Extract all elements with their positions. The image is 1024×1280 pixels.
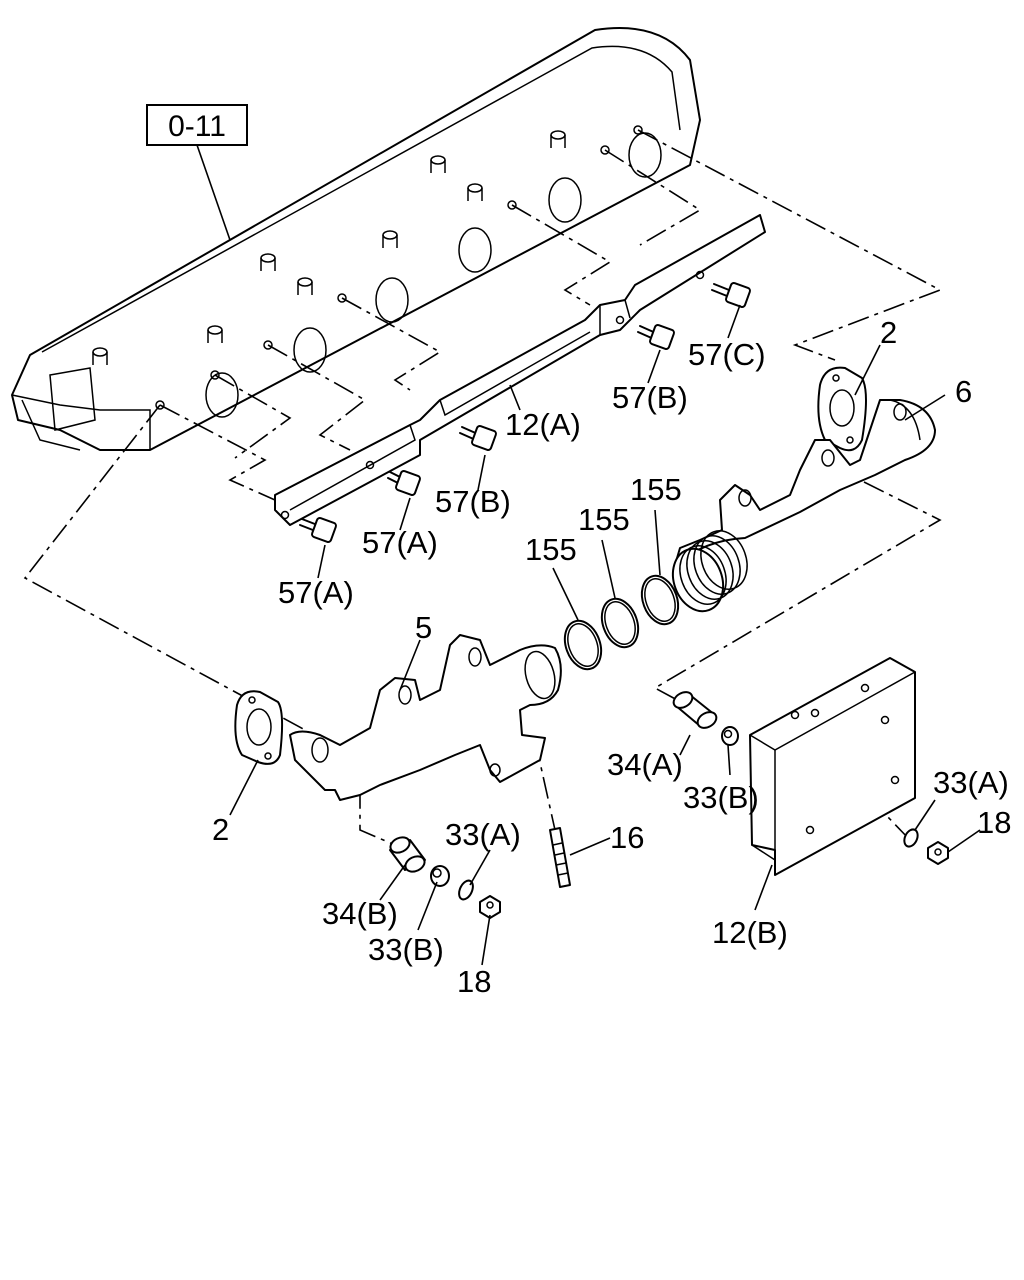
bolt-57c <box>711 282 751 308</box>
gasket-2-top <box>817 366 867 452</box>
callout-18-2: 18 <box>457 964 491 999</box>
callout-leaders <box>229 304 981 966</box>
callout-16: 16 <box>610 820 644 855</box>
bolt-57a-2 <box>299 517 337 543</box>
stud-16 <box>549 827 571 888</box>
exhaust-manifold-6 <box>671 399 936 613</box>
bolts-57 <box>299 282 751 543</box>
gasket-2-bottom <box>234 690 284 765</box>
bolt-57b-2 <box>459 425 497 451</box>
callout-57c: 57(C) <box>688 337 766 372</box>
callout-2-top: 2 <box>880 315 897 350</box>
callout-34b: 34(B) <box>322 896 398 931</box>
callout-18-1: 18 <box>977 805 1011 840</box>
callout-57b-1: 57(B) <box>612 380 688 415</box>
heat-shield-12a <box>274 214 766 526</box>
callout-2-bottom: 2 <box>212 812 229 847</box>
callout-155-1: 155 <box>525 532 577 567</box>
callout-33b-2: 33(B) <box>368 932 444 967</box>
hardware-right <box>903 828 949 865</box>
callout-57b-2: 57(B) <box>435 484 511 519</box>
reference-box: 0-11 <box>146 104 248 241</box>
callout-labels: 2 6 57(C) 57(B) 12(A) 57(B) 57(A) 57(A) … <box>212 315 1011 999</box>
callout-5: 5 <box>415 610 432 645</box>
o-rings-155 <box>563 574 680 671</box>
reference-box-label: 0-11 <box>168 110 226 143</box>
callout-155-3: 155 <box>630 472 682 507</box>
callout-34a: 34(A) <box>607 747 683 782</box>
callout-33a-2: 33(A) <box>445 817 521 852</box>
callout-12b: 12(B) <box>712 915 788 950</box>
callout-6: 6 <box>955 374 972 409</box>
callout-12a: 12(A) <box>505 407 581 442</box>
bracket-12b <box>749 657 916 876</box>
callout-155-2: 155 <box>578 502 630 537</box>
callout-57a-1: 57(A) <box>362 525 438 560</box>
head-studs <box>92 130 566 365</box>
cylinder-head <box>11 27 701 451</box>
exhaust-manifold-5 <box>289 634 562 801</box>
hardware-upper-right <box>672 691 739 746</box>
callout-33a-1: 33(A) <box>933 765 1009 800</box>
callout-33b-1: 33(B) <box>683 780 759 815</box>
bolt-57a-1 <box>387 470 421 496</box>
exhaust-ports <box>155 125 662 418</box>
hardware-bottom-left <box>389 836 501 919</box>
bolt-57b-1 <box>637 324 675 350</box>
callout-57a-2: 57(A) <box>278 575 354 610</box>
